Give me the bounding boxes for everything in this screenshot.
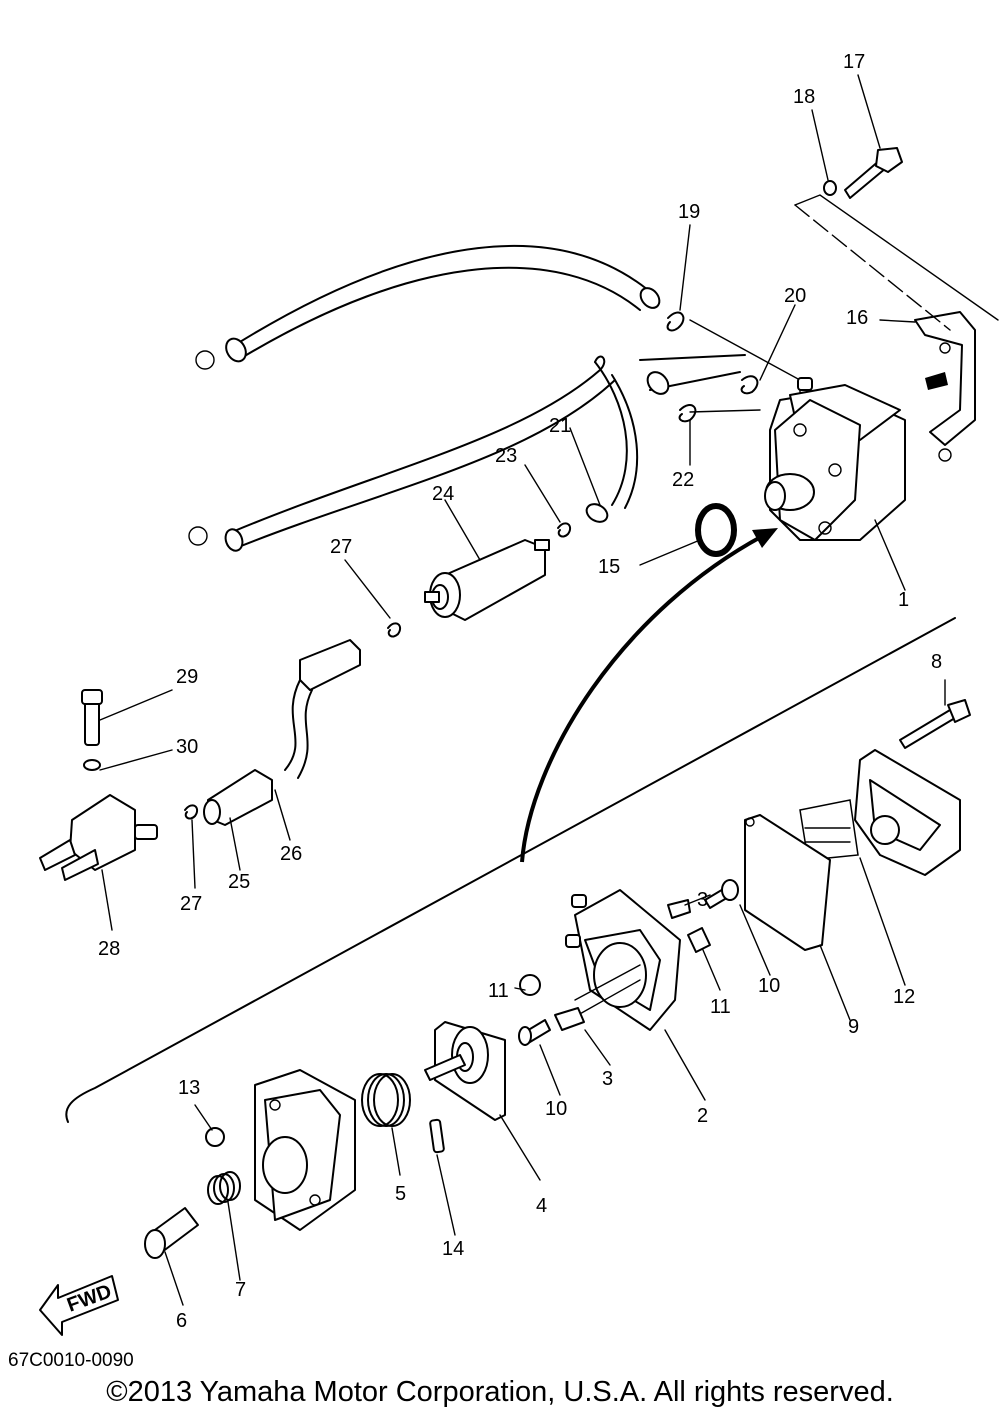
fuel-connector — [39, 689, 158, 881]
callout-3a: 3 — [697, 889, 708, 911]
callout-14: 14 — [442, 1238, 464, 1260]
nut — [205, 1127, 225, 1147]
bolt-and-washer-top — [823, 147, 903, 199]
section-divider — [65, 528, 956, 1123]
callout-10b: 10 — [545, 1098, 567, 1120]
fuel-filter — [424, 539, 550, 621]
callout-6: 6 — [176, 1310, 187, 1332]
callout-3b: 3 — [602, 1068, 613, 1090]
callout-23: 23 — [495, 445, 517, 467]
pump-cover — [799, 749, 961, 876]
callout-22: 22 — [672, 469, 694, 491]
callout-11a: 11 — [488, 980, 509, 1002]
callout-12: 12 — [893, 986, 915, 1008]
callout-19: 19 — [678, 201, 700, 223]
callout-16: 16 — [846, 307, 868, 329]
callout-10a: 10 — [758, 975, 780, 997]
callout-28: 28 — [98, 938, 120, 960]
callout-13: 13 — [178, 1077, 200, 1099]
callout-26: 26 — [280, 843, 302, 865]
diaphragm — [424, 1021, 506, 1121]
callout-21: 21 — [549, 415, 571, 437]
callout-17: 17 — [843, 51, 865, 73]
callout-25: 25 — [228, 871, 250, 893]
mounting-bracket — [794, 194, 999, 462]
plunger — [144, 1207, 199, 1259]
gasket — [744, 814, 831, 951]
copyright-notice: ©2013 Yamaha Motor Corporation, U.S.A. A… — [106, 1376, 894, 1408]
valve-hardware-left — [518, 974, 585, 1046]
callout-1: 1 — [898, 589, 909, 611]
pump-body — [565, 889, 681, 1031]
fuel-hose-lower — [184, 639, 361, 826]
leader-lines — [99, 74, 946, 1306]
callout-27b: 27 — [180, 893, 202, 915]
callout-27a: 27 — [330, 536, 352, 558]
bolt-lower-right — [899, 699, 971, 749]
spring-large — [361, 1073, 411, 1127]
callout-15: 15 — [598, 556, 620, 578]
filter-clips — [387, 522, 572, 638]
fuel-pump-assembly — [764, 377, 906, 541]
spring-small — [207, 1171, 241, 1205]
callout-9: 9 — [848, 1016, 859, 1038]
callout-11b: 11 — [710, 996, 731, 1018]
callout-2: 2 — [697, 1105, 708, 1127]
valve-hardware-right — [667, 879, 739, 953]
callout-5: 5 — [395, 1183, 406, 1205]
callout-29: 29 — [176, 666, 198, 688]
callout-18: 18 — [793, 86, 815, 108]
callout-8: 8 — [931, 651, 942, 673]
callout-labels: 1 2 3 3 4 5 6 7 8 9 10 10 11 11 12 13 14… — [98, 51, 942, 1332]
callout-20: 20 — [784, 285, 806, 307]
fuel-hoses — [188, 244, 746, 552]
callout-30: 30 — [176, 736, 198, 758]
callout-24: 24 — [432, 483, 454, 505]
callout-4: 4 — [536, 1195, 547, 1217]
diagram-code: 67C0010-0090 — [8, 1350, 134, 1371]
pump-cover-left — [254, 1069, 356, 1231]
pin — [429, 1118, 445, 1154]
fwd-arrow: FWD — [39, 1275, 119, 1336]
callout-7: 7 — [235, 1279, 246, 1301]
o-ring — [695, 503, 737, 557]
